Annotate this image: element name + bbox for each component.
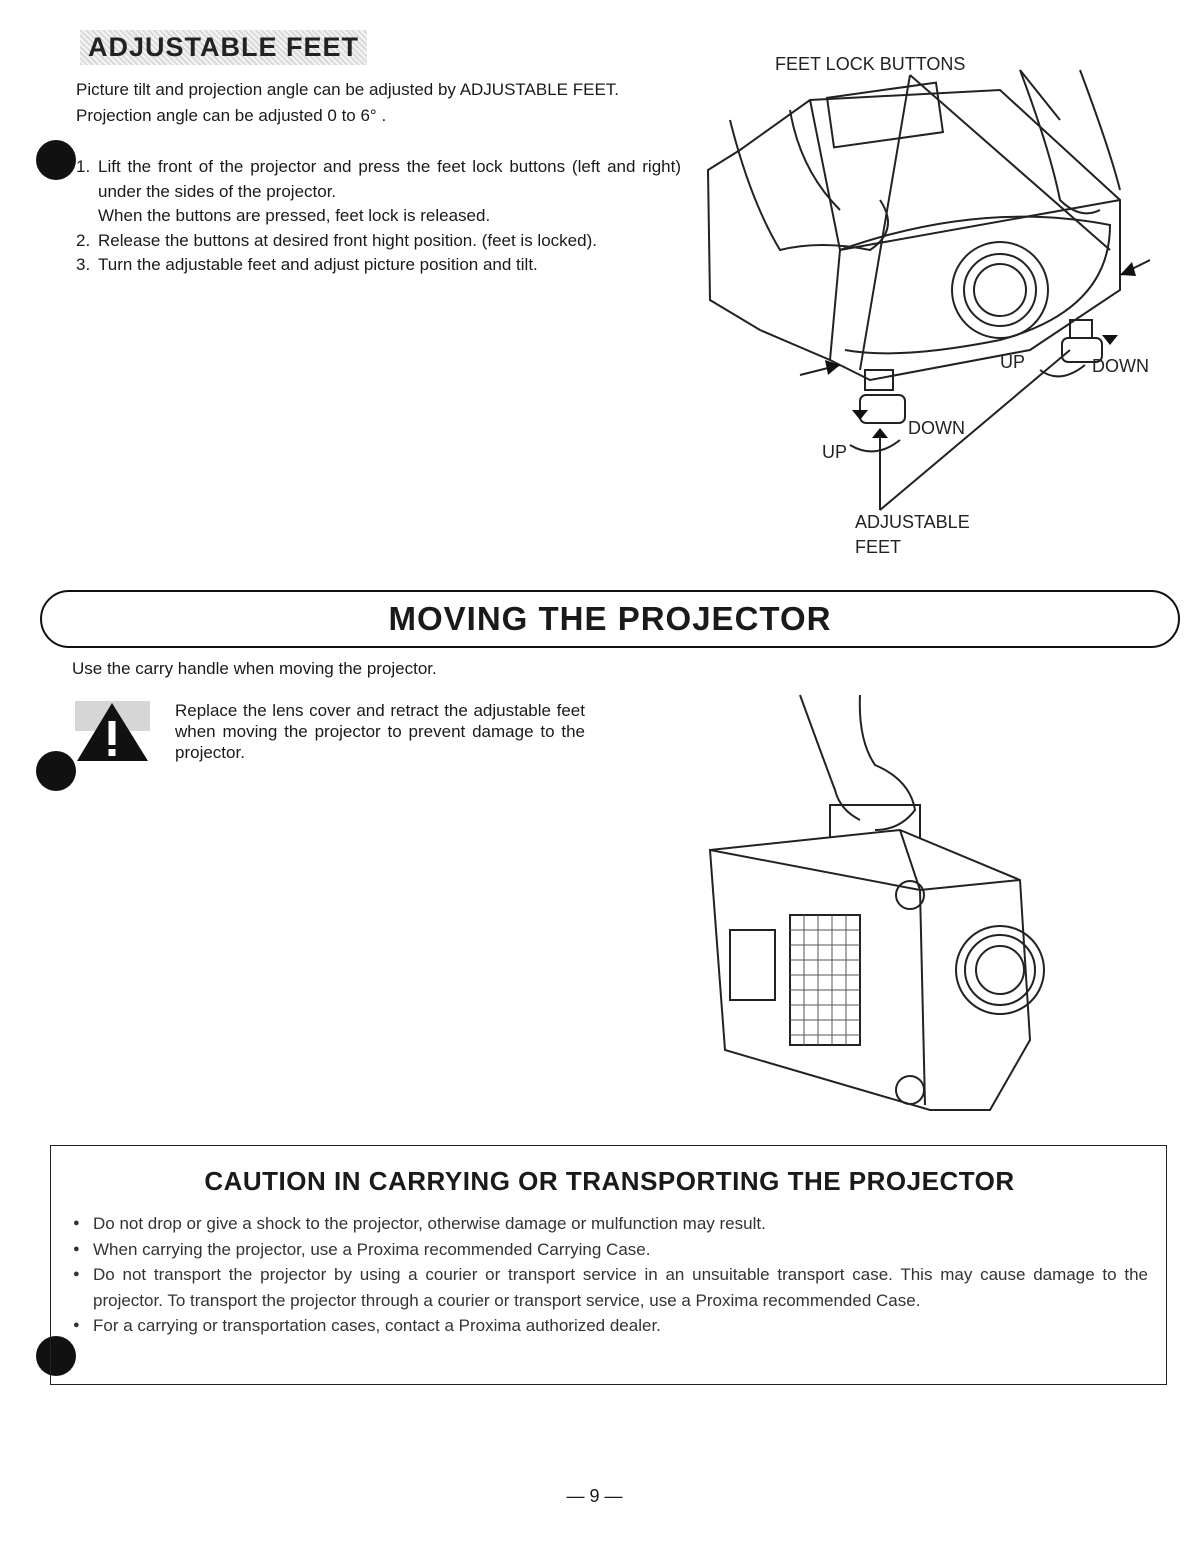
step-item: 3. Turn the adjustable feet and adjust p… <box>76 255 538 274</box>
carrying-projector-illustration <box>708 694 1045 1111</box>
page-number: — 9 — <box>566 1486 623 1506</box>
step-item: 1. Lift the front of the projector and p… <box>76 157 681 225</box>
list-item: Do not drop or give a shock to the proje… <box>71 1211 1148 1237</box>
section-banner-moving: MOVING THE PROJECTOR <box>40 590 1180 648</box>
punch-hole <box>36 751 76 791</box>
banner-title: MOVING THE PROJECTOR <box>388 600 832 637</box>
label-adjustable: ADJUSTABLE <box>855 512 970 532</box>
label-up-left: UP <box>822 442 847 462</box>
adjustable-feet-illustration: FEET LOCK BUTTONS UP DOWN DOWN UP ADJUST… <box>706 54 1151 557</box>
caution-title: CAUTION IN CARRYING OR TRANSPORTING THE … <box>204 1166 1015 1196</box>
step-item: 2. Release the buttons at desired front … <box>76 230 597 250</box>
section-title-adjustable-feet: ADJUSTABLE FEET <box>80 30 368 65</box>
punch-hole <box>36 1336 76 1376</box>
list-item: For a carrying or transportation cases, … <box>71 1313 1148 1339</box>
label-up-right: UP <box>1000 352 1025 372</box>
caution-list: Do not drop or give a shock to the proje… <box>71 1211 1148 1339</box>
caution-box: CAUTION IN CARRYING OR TRANSPORTING THE … <box>50 1145 1167 1385</box>
label-feet-lock-buttons: FEET LOCK BUTTONS <box>775 54 965 74</box>
steps-list: 1. Lift the front of the projector and p… <box>76 155 681 278</box>
warning-text: Replace the lens cover and retract the a… <box>175 701 585 762</box>
carry-handle-text: Use the carry handle when moving the pro… <box>72 659 437 678</box>
label-down-left: DOWN <box>908 418 965 438</box>
label-down-right: DOWN <box>1092 356 1149 376</box>
intro-paragraph: Picture tilt and projection angle can be… <box>76 80 620 125</box>
label-feet: FEET <box>855 537 901 557</box>
list-item: When carrying the projector, use a Proxi… <box>71 1237 1148 1263</box>
warning-triangle-icon <box>75 701 150 761</box>
list-item: Do not transport the projector by using … <box>71 1262 1148 1313</box>
punch-hole <box>36 140 76 180</box>
